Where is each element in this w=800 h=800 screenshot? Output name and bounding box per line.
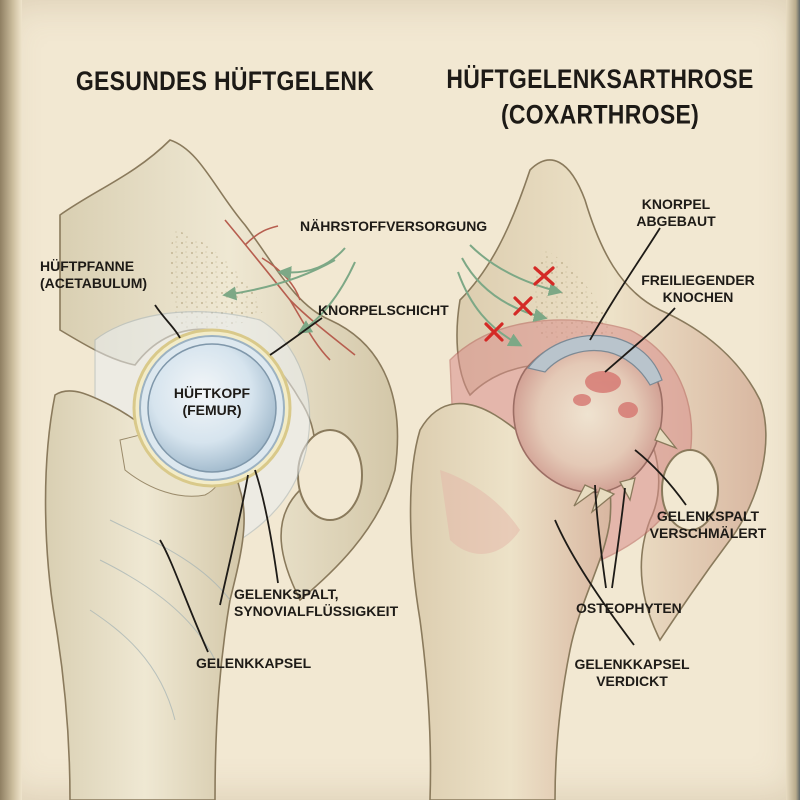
arthrosis-hip-drawing (409, 159, 767, 800)
arthrosis-worn-cartilage (526, 334, 663, 386)
label-exposed-bone: FREILIEGENDER KNOCHEN (641, 272, 755, 305)
arthrosis-title: HÜFTGELENKSARTHROSE (COXARTHROSE) (440, 64, 760, 131)
label-joint-capsule: GELENKKAPSEL (196, 655, 312, 671)
arthrosis-exposed-bone (573, 371, 638, 418)
healthy-title: GESUNDES HÜFTGELENK (75, 65, 375, 96)
label-cartilage-layer: KNORPELSCHICHT (318, 302, 449, 318)
arthrosis-title-line1: HÜFTGELENKSARTHROSE (446, 63, 754, 94)
healthy-hip-drawing (44, 139, 399, 800)
arthrosis-obturator-foramen (661, 449, 719, 531)
page-edge (786, 0, 800, 800)
label-nutrient-supply-healthy: NÄHRSTOFFVERSORGUNG (300, 218, 488, 234)
arthrosis-blocked-supply-markers (484, 266, 555, 342)
arthrosis-title-line2: (COXARTHROSE) (500, 99, 700, 130)
label-cartilage-degraded: KNORPEL ABGEBAUT (636, 196, 716, 229)
healthy-femoral-head (147, 343, 277, 473)
label-joint-gap-synovial: GELENKSPALT, SYNOVIALFLÜSSIGKEIT (234, 586, 399, 619)
label-capsule-thickened: GELENKKAPSEL VERDICKT (574, 656, 690, 689)
book-spine (0, 0, 22, 800)
label-osteophytes: OSTEOPHYTEN (576, 600, 682, 616)
healthy-nutrient-arrows (222, 247, 356, 334)
healthy-blood-vessels (224, 219, 356, 361)
arthrosis-nutrient-arrows (457, 244, 563, 347)
arthrosis-osteophytes (573, 426, 678, 514)
label-acetabulum: HÜFTPFANNE (ACETABULUM) (40, 258, 148, 291)
label-joint-gap-narrowed: GELENKSPALT VERSCHMÄLERT (649, 508, 767, 541)
label-femoral-head: HÜFTKOPF (FEMUR) (173, 385, 251, 418)
